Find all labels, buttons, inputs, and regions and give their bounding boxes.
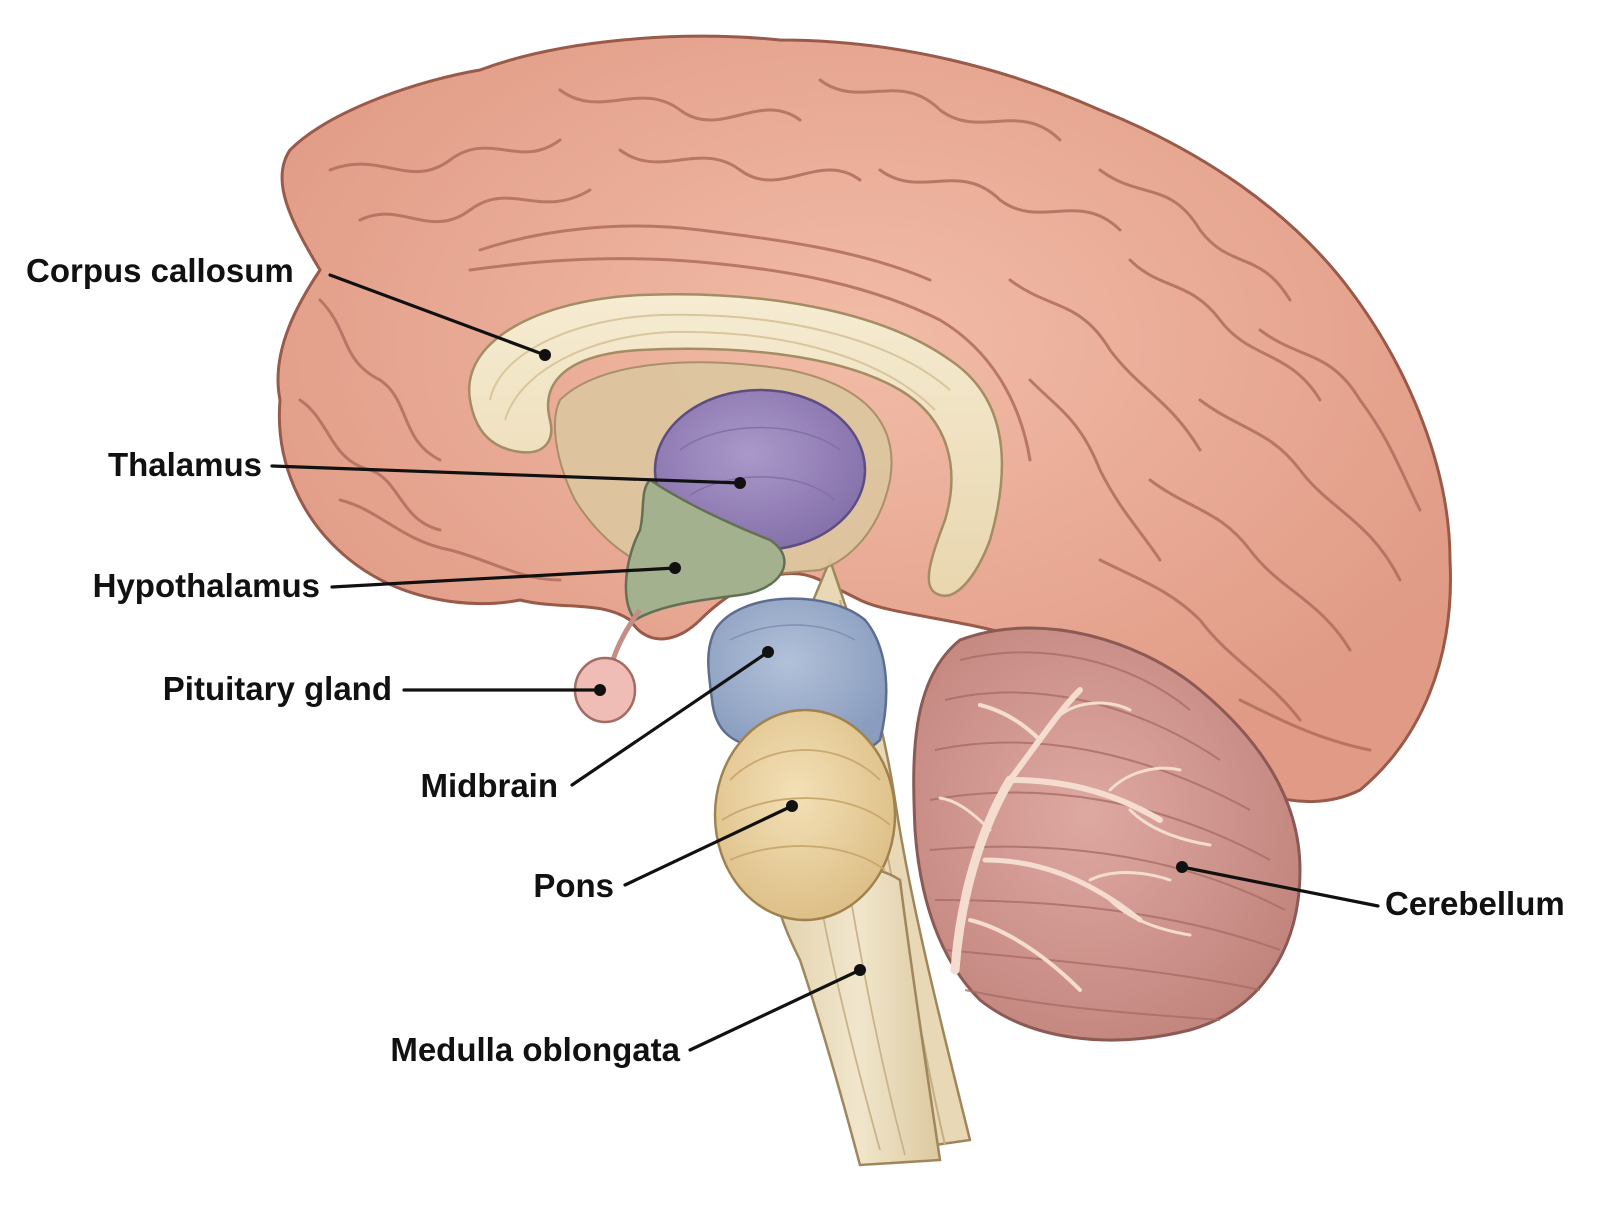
- label-pituitary-gland: Pituitary gland: [163, 670, 392, 707]
- hypothalamus: [624, 478, 786, 622]
- pituitary-gland: [573, 608, 643, 724]
- cerebellum: [912, 626, 1302, 1042]
- label-cerebellum: Cerebellum: [1385, 885, 1565, 922]
- gyri-lines: [298, 78, 1422, 752]
- corpus-callosum: [467, 293, 1004, 597]
- label-pons: Pons: [533, 867, 614, 904]
- cerebellum-folia: [929, 651, 1286, 1021]
- label-midbrain: Midbrain: [421, 767, 559, 804]
- leader-lines: [270, 273, 1380, 1052]
- pons: [713, 708, 897, 922]
- label-medulla-oblongata: Medulla oblongata: [390, 1031, 680, 1068]
- labels: Corpus callosum Thalamus Hypothalamus Pi…: [26, 252, 1565, 1068]
- arbor-vitae: [938, 687, 1212, 992]
- label-hypothalamus: Hypothalamus: [93, 567, 320, 604]
- label-thalamus: Thalamus: [108, 446, 262, 483]
- label-corpus-callosum: Corpus callosum: [26, 252, 294, 289]
